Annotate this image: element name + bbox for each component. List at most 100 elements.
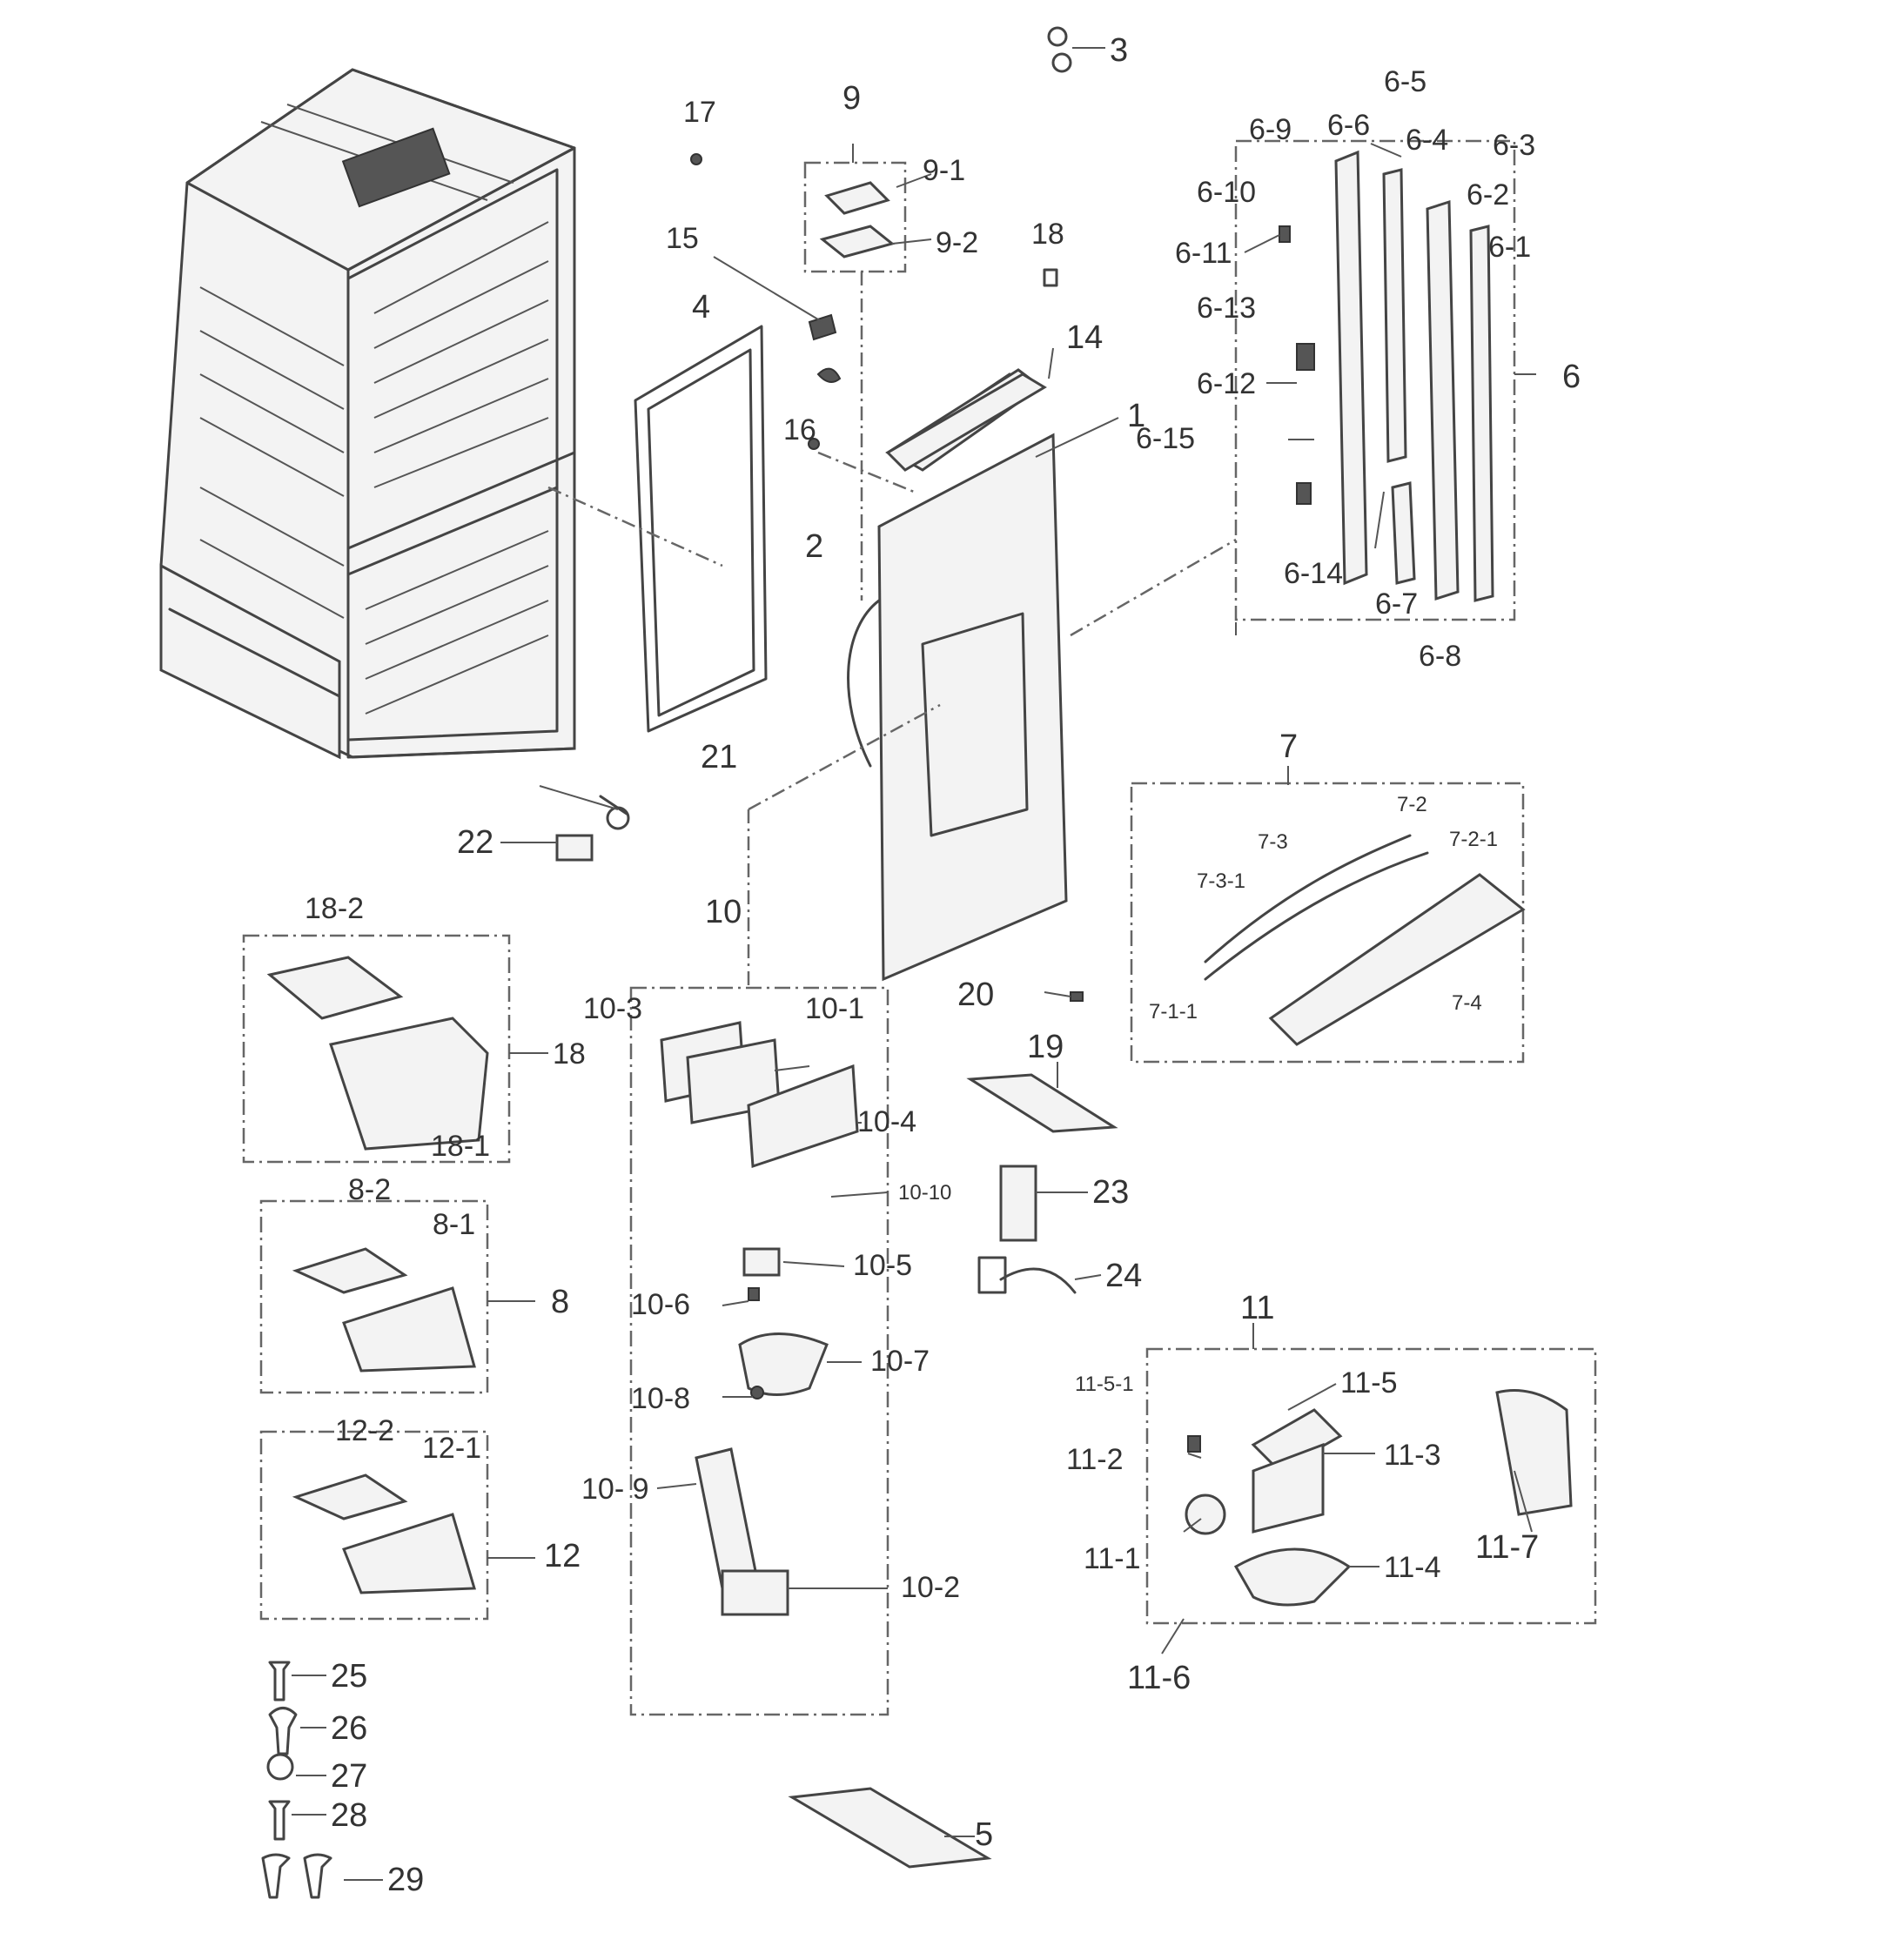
label-23: 23: [1092, 1174, 1129, 1211]
label-10-7: 10-7: [870, 1345, 930, 1378]
label-18-right: 18: [553, 1037, 586, 1071]
label-11-4: 11-4: [1384, 1551, 1441, 1584]
clip-17: [690, 153, 702, 165]
screws-3: [1047, 26, 1072, 73]
label-12-2: 12-2: [335, 1414, 394, 1447]
trim-19: [966, 1073, 1118, 1133]
bin-12: [292, 1473, 476, 1594]
label-12: 12: [544, 1538, 581, 1574]
label-9-2: 9-2: [936, 226, 978, 259]
label-7-2: 7-2: [1397, 793, 1427, 816]
label-6-8: 6-8: [1419, 640, 1461, 673]
label-7-1-1: 7-1-1: [1149, 1000, 1198, 1024]
label-6-3: 6-3: [1493, 129, 1535, 162]
label-6-10: 6-10: [1197, 176, 1256, 209]
label-18-2: 18-2: [305, 892, 364, 925]
label-11-5-1: 11-5-1: [1075, 1373, 1134, 1396]
label-1: 1: [1127, 398, 1145, 434]
dispenser-lever-7: [1204, 834, 1526, 1046]
label-6-11: 6-11: [1175, 237, 1232, 270]
label-7-3-1: 7-3-1: [1197, 869, 1245, 893]
group-box-8: [259, 1199, 489, 1394]
label-7-3: 7-3: [1258, 830, 1288, 854]
label-10-2: 10-2: [901, 1571, 960, 1604]
label-10: 10: [705, 894, 742, 930]
label-16: 16: [783, 413, 816, 446]
clip-20: [1070, 991, 1084, 1002]
group-box-10: [629, 986, 889, 1716]
label-6-2: 6-2: [1467, 178, 1509, 211]
group-box-18: [242, 934, 511, 1164]
group-box-6: [1234, 139, 1516, 621]
label-10-5: 10-5: [853, 1249, 912, 1282]
group-box-9: [803, 161, 907, 273]
label-17: 17: [683, 96, 716, 129]
label-7: 7: [1279, 728, 1298, 765]
label-8-2: 8-2: [348, 1173, 391, 1206]
label-9-1: 9-1: [923, 154, 965, 187]
label-11-6: 11-6: [1127, 1660, 1191, 1696]
trim-5: [788, 1787, 992, 1869]
label-25: 25: [331, 1658, 367, 1695]
label-18-1: 18-1: [431, 1130, 490, 1163]
label-22: 22: [457, 824, 493, 861]
label-6-7: 6-7: [1375, 587, 1418, 621]
label-6-13: 6-13: [1197, 292, 1256, 325]
label-12-1: 12-1: [422, 1432, 481, 1465]
label-9: 9: [842, 80, 861, 117]
label-4: 4: [692, 289, 710, 326]
module-23: [999, 1165, 1037, 1242]
label-26: 26: [331, 1710, 367, 1747]
label-7-4: 7-4: [1452, 991, 1482, 1015]
wire-harness-24: [977, 1256, 1077, 1294]
label-6-4: 6-4: [1406, 124, 1448, 157]
leader-lines: [292, 47, 1536, 1881]
label-18-top: 18: [1031, 218, 1064, 251]
label-10-10: 10-10: [898, 1181, 951, 1205]
hinge-part-16: [816, 367, 842, 383]
label-11-1: 11-1: [1084, 1542, 1141, 1575]
label-19: 19: [1027, 1029, 1064, 1065]
hinge-part-15: [808, 313, 837, 341]
label-5: 5: [975, 1816, 993, 1853]
label-10-1: 10-1: [805, 992, 864, 1025]
label-2: 2: [805, 528, 823, 565]
label-10-8: 10-8: [631, 1382, 690, 1415]
label-6-6: 6-6: [1327, 109, 1370, 142]
label-6-5: 6-5: [1384, 65, 1426, 98]
label-8: 8: [551, 1284, 569, 1320]
refrigerator-cabinet: [159, 68, 576, 760]
block-22: [555, 834, 594, 862]
label-6-9: 6-9: [1249, 113, 1292, 146]
label-6-1: 6-1: [1488, 231, 1531, 264]
label-6: 6: [1562, 359, 1581, 395]
cap-18: [1043, 268, 1058, 287]
hinge-cover-14: [885, 373, 1047, 472]
label-10-3: 10-3: [583, 992, 642, 1025]
label-11-7: 11-7: [1475, 1529, 1539, 1566]
label-8-1: 8-1: [433, 1208, 475, 1241]
door-rails-6: [1279, 150, 1494, 602]
label-3: 3: [1110, 32, 1128, 69]
label-15: 15: [666, 222, 699, 255]
label-6-15: 6-15: [1136, 422, 1195, 455]
door-gasket: [634, 325, 768, 733]
label-11-3: 11-3: [1384, 1439, 1441, 1472]
label-10-9: 10- 9: [581, 1473, 649, 1506]
ice-maker-11: [1185, 1389, 1573, 1607]
label-14: 14: [1066, 319, 1103, 356]
label-27: 27: [331, 1758, 367, 1795]
group-box-7: [1130, 782, 1525, 1064]
label-6-12: 6-12: [1197, 367, 1256, 400]
label-6-14: 6-14: [1284, 557, 1343, 590]
label-7-2-1: 7-2-1: [1449, 828, 1498, 851]
group-box-12: [259, 1430, 489, 1621]
bin-18: [266, 956, 489, 1151]
screw-2: [808, 438, 820, 450]
sensor-21: [599, 795, 630, 830]
label-11: 11: [1240, 1290, 1274, 1326]
label-24: 24: [1105, 1258, 1142, 1294]
assembly-lines: [547, 272, 1237, 988]
label-10-6: 10-6: [631, 1288, 690, 1321]
